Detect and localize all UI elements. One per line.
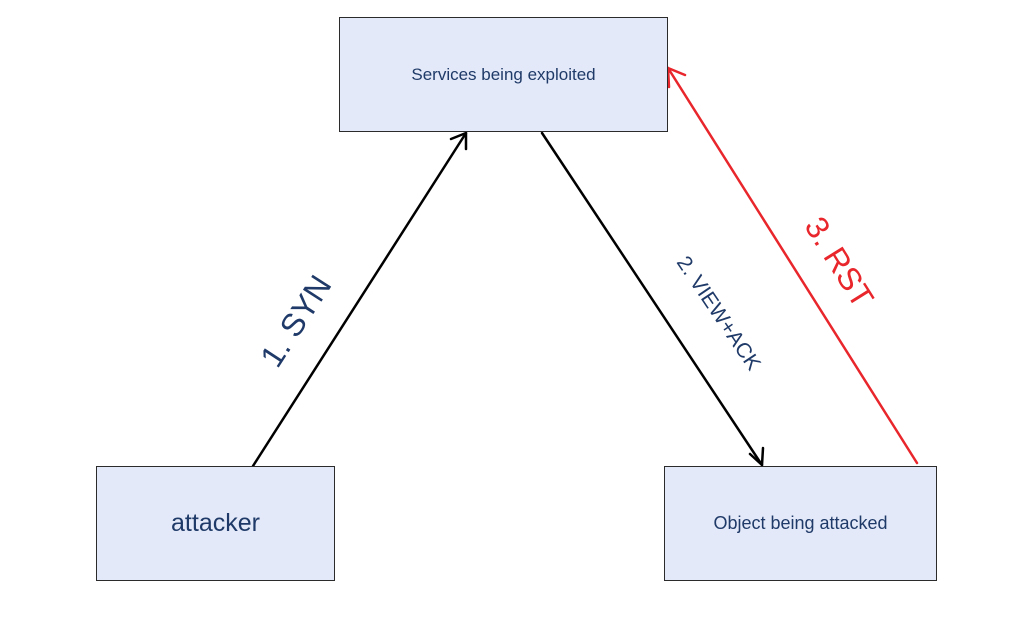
edge-view-ack-arrowhead — [748, 446, 765, 467]
node-services-label: Services being exploited — [411, 64, 596, 84]
edge-syn: 1. SYN — [251, 131, 468, 468]
edge-view-ack: 2. VIEW+ACK — [540, 131, 765, 467]
edge-rst-arrowhead — [666, 66, 687, 89]
node-attacker-label: attacker — [171, 509, 260, 537]
edge-syn-arrowhead — [449, 131, 468, 151]
node-object-being-attacked: Object being attacked — [664, 466, 937, 581]
edge-rst: 3. RST — [666, 66, 919, 465]
node-target-label: Object being attacked — [713, 513, 888, 533]
node-attacker: attacker — [96, 466, 335, 581]
edge-view-ack-label: 2. VIEW+ACK — [672, 252, 765, 375]
node-services-being-exploited: Services being exploited — [339, 17, 668, 132]
edge-rst-line — [666, 66, 919, 465]
edge-view-ack-line — [540, 131, 764, 467]
edge-rst-label: 3. RST — [798, 210, 881, 314]
edge-syn-label: 1. SYN — [253, 269, 338, 374]
edge-syn-line — [251, 131, 468, 468]
